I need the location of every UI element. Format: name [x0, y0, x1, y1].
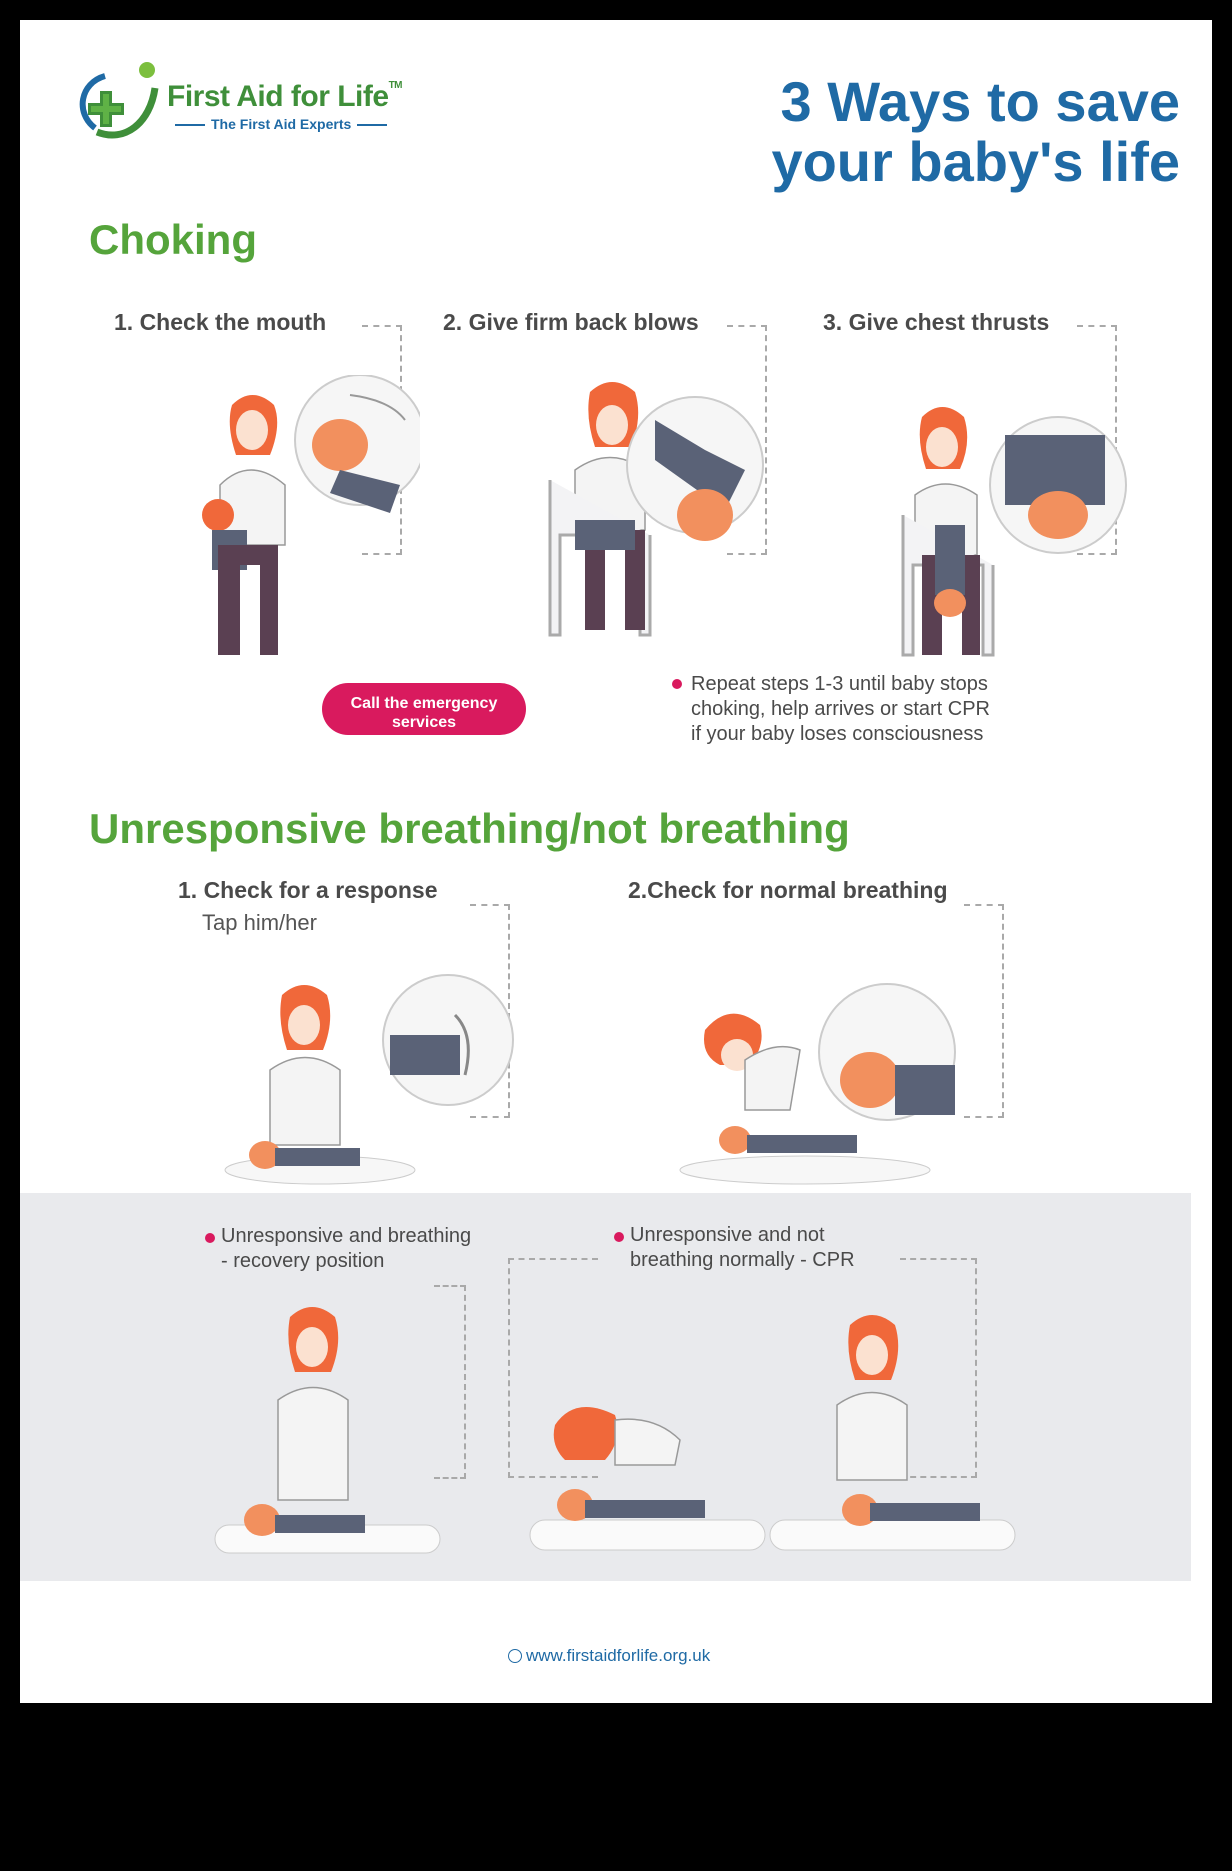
cross-logo-icon — [79, 62, 159, 139]
brand-tagline: The First Aid Experts — [175, 116, 388, 132]
check-mouth-illustration — [202, 375, 420, 655]
chest-thrusts-illustration — [901, 407, 1127, 657]
bullet-dot — [614, 1232, 624, 1242]
step-check-breathing-label: 2.Check for normal breathing — [628, 877, 948, 903]
repeat-steps-note: Repeat steps 1-3 until baby stops chokin… — [691, 673, 991, 745]
bullet-dot — [672, 679, 682, 689]
bullet-dot — [205, 1233, 215, 1243]
bracket-divider — [1077, 325, 1117, 555]
choking-heading: Choking — [89, 216, 257, 263]
recovery-position-note: Unresponsive and breathing - recovery po… — [221, 1225, 472, 1272]
step-chest-thrusts-label: 3. Give chest thrusts — [823, 309, 1050, 335]
brand-name: First Aid for LifeTM — [167, 80, 403, 113]
bracket-divider — [900, 1258, 977, 1478]
back-blows-illustration — [548, 382, 764, 637]
bracket-divider — [964, 904, 1004, 1118]
cpr-illustration — [529, 1315, 1016, 1551]
page-title: 3 Ways to save your baby's life — [771, 70, 1180, 193]
step-check-mouth-label: 1. Check the mouth — [114, 309, 327, 335]
bracket-divider — [434, 1285, 466, 1479]
bracket-divider — [470, 904, 510, 1118]
step-back-blows-label: 2. Give firm back blows — [443, 309, 699, 335]
check-breathing-illustration — [679, 983, 956, 1185]
step-check-response-label: 1. Check for a response — [178, 877, 438, 903]
cpr-note: Unresponsive and not breathing normally … — [630, 1224, 855, 1271]
globe-icon — [508, 1649, 522, 1663]
bracket-divider — [508, 1258, 598, 1478]
call-emergency-button[interactable]: Call the emergency services — [322, 683, 526, 735]
check-response-illustration — [224, 974, 514, 1185]
footer-link[interactable]: www.firstaidforlife.org.uk — [508, 1646, 710, 1666]
step-check-response-sub: Tap him/her — [202, 910, 317, 935]
unresponsive-heading: Unresponsive breathing/not breathing — [89, 805, 850, 852]
brand-logo: First Aid for LifeTM The First Aid Exper… — [75, 58, 435, 148]
recovery-position-illustration — [214, 1307, 441, 1554]
bracket-divider — [727, 325, 767, 555]
poster: First Aid for LifeTM The First Aid Exper… — [20, 20, 1212, 1703]
